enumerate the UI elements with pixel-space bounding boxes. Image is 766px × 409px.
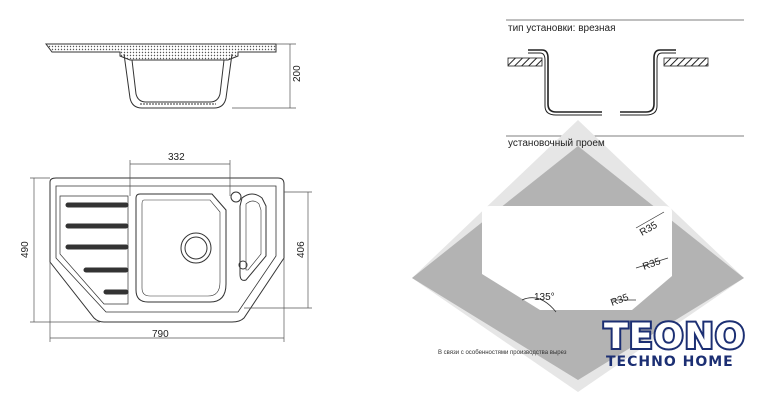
teono-logo: TEONO TECHNO HOME: [602, 315, 747, 370]
groove-2: [65, 223, 129, 229]
groove-3: [65, 244, 129, 250]
small-bowl-inner: [245, 200, 262, 271]
dim-right-depth-label: 406: [296, 241, 307, 258]
dim-inner-width-label: 332: [168, 152, 185, 163]
sink-wall-right-inner: [620, 52, 676, 116]
countertop-left: [507, 57, 543, 67]
cutout-white-opening: [482, 206, 672, 310]
install-type-label: тип установки: врезная: [508, 23, 616, 34]
angle-label: 135°: [534, 292, 555, 303]
main-bowl: [135, 193, 227, 303]
dim-total-depth-label: 490: [20, 241, 31, 258]
production-note: В связи с особенностями производства выр…: [438, 350, 567, 356]
sink-outline: [49, 177, 285, 323]
overflow-hole: [238, 260, 248, 270]
drain-inner: [184, 236, 208, 260]
cutout-label: установочный проем: [508, 138, 605, 149]
install-cross-section: [507, 49, 709, 116]
drainboard-area: [59, 195, 129, 305]
groove-5: [103, 289, 129, 295]
logo-sub-text: TECHNO HOME: [606, 354, 734, 370]
small-bowl: [239, 193, 267, 281]
sink-outline-inner: [55, 185, 277, 313]
groove-1: [65, 202, 129, 208]
sink-wall-left: [528, 49, 602, 113]
sink-wall-left-inner: [528, 52, 602, 116]
drain-outer: [180, 232, 212, 264]
profile-bowl-inner: [131, 59, 225, 103]
dim-height-label: 200: [292, 65, 303, 82]
faucet-hole: [230, 191, 242, 203]
angle-arc: [521, 297, 557, 313]
groove-4: [83, 267, 129, 273]
main-bowl-inner: [141, 199, 221, 297]
profile-bowl: [123, 53, 233, 109]
logo-main-text: TEONO: [604, 317, 746, 357]
sink-wall-right: [620, 49, 676, 113]
profile-rim: [45, 43, 277, 61]
dim-total-width-label: 790: [152, 329, 169, 340]
countertop-right: [663, 57, 709, 67]
cutout-diagram: [412, 120, 744, 392]
side-profile-view: [45, 43, 296, 109]
top-plan-view: [30, 160, 312, 342]
